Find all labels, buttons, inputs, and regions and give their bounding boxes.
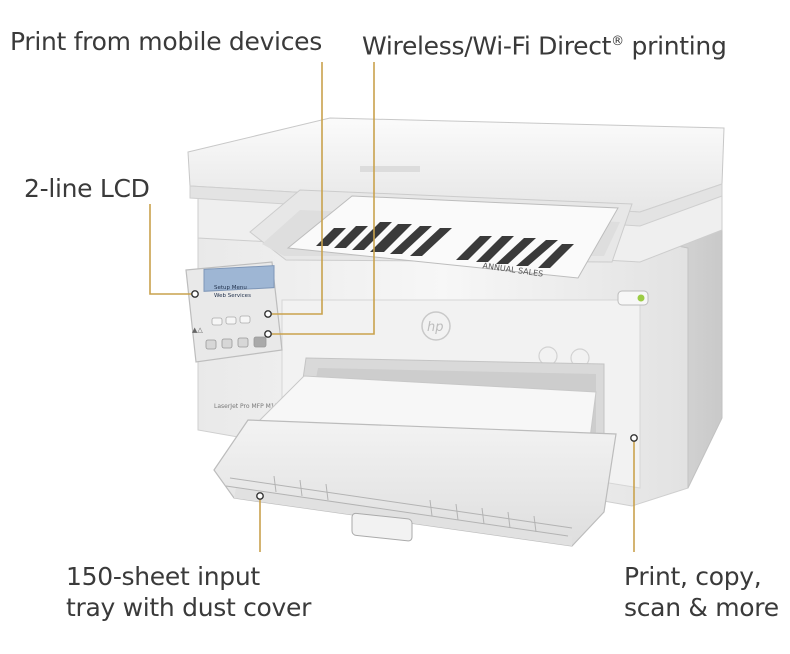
callout-functions: Print, copy, scan & more: [624, 561, 779, 623]
callout-dot-mobile: [264, 310, 272, 318]
callout-dots: [191, 290, 638, 500]
registered-mark: ®: [611, 34, 624, 49]
svg-text:▲△: ▲△: [192, 326, 203, 334]
callout-lines: [149, 62, 635, 552]
callout-wireless-tail: printing: [623, 31, 727, 61]
callout-input-tray: 150-sheet input tray with dust cover: [66, 561, 311, 623]
panel-button: [237, 337, 249, 348]
callout-dot-tray: [256, 492, 264, 500]
callout-tray-line-1: 150-sheet input: [66, 562, 260, 591]
lcd-line-2: Web Services: [214, 293, 251, 299]
callout-line-mobile: [270, 62, 323, 315]
output-document: ANNUAL SALES: [286, 195, 619, 279]
input-tray: [213, 419, 617, 547]
callout-print-line-2: scan & more: [624, 593, 779, 622]
panel-button: [239, 315, 251, 324]
callout-dot-print: [630, 434, 638, 442]
lcd-line-1: Setup Menu: [214, 285, 247, 291]
callout-line-lcd: [149, 204, 192, 295]
control-panel: Setup Menu Web Services ▲△: [185, 261, 283, 363]
callout-wireless-main: Wireless/Wi-Fi Direct: [362, 31, 612, 61]
callout-print-line-1: Print, copy,: [624, 562, 762, 591]
panel-button: [225, 316, 237, 325]
brand-logo-text: hp: [427, 320, 444, 335]
callout-mobile-printing: Print from mobile devices: [10, 27, 322, 56]
panel-button: [253, 336, 267, 348]
model-label: LaserJet Pro MFP M130nw: [214, 403, 291, 410]
callout-line-wireless: [270, 62, 375, 335]
tray-guide: [351, 512, 413, 542]
callout-tray-line-2: tray with dust cover: [66, 593, 312, 622]
hp-logo: hp: [421, 311, 451, 341]
panel-button: [221, 338, 233, 349]
lcd-display: [203, 265, 275, 292]
callout-dot-lcd: [191, 290, 199, 298]
callout-wireless-printing: Wireless/Wi-Fi Direct® printing: [362, 26, 727, 61]
panel-button: [211, 317, 223, 326]
power-led: [637, 294, 645, 302]
callout-lcd: 2-line LCD: [24, 174, 150, 203]
callout-dot-wireless: [264, 330, 272, 338]
panel-button: [205, 339, 217, 350]
power-button: [617, 290, 649, 306]
